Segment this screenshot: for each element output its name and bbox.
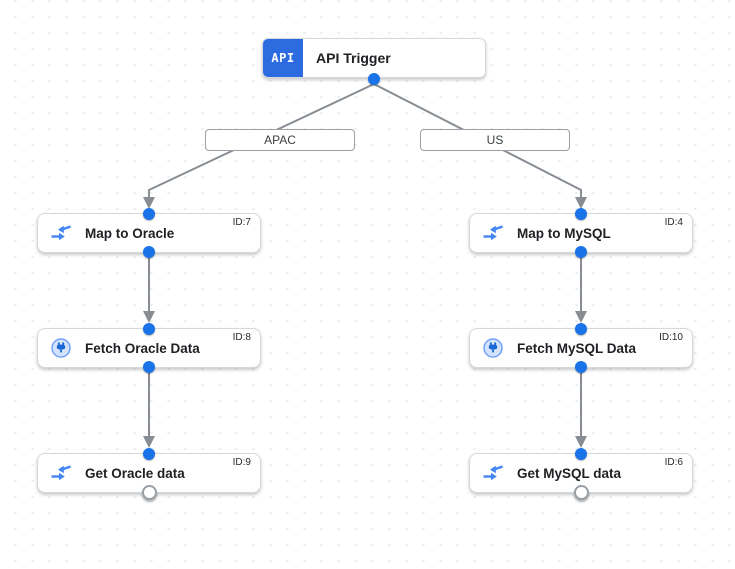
node-get-oracle-data[interactable]: ID:9 Get Oracle data xyxy=(37,448,261,500)
arrowhead-fetch-oracle xyxy=(143,311,155,323)
edge-trigger-apac xyxy=(148,83,375,198)
data-mapping-icon xyxy=(482,222,504,244)
node-id-label: ID:8 xyxy=(232,332,251,343)
output-port-dot[interactable] xyxy=(575,361,587,373)
input-port-dot[interactable] xyxy=(575,448,587,460)
data-mapping-icon xyxy=(50,222,72,244)
node-fetch-oracle-data[interactable]: ID:8 Fetch Oracle Data xyxy=(37,323,261,373)
node-title: Map to MySQL xyxy=(517,225,611,241)
output-port-open-dot[interactable] xyxy=(142,485,157,500)
branch-label-us[interactable]: US xyxy=(420,129,570,151)
node-map-to-mysql[interactable]: ID:4 Map to MySQL xyxy=(469,208,693,258)
node-api-trigger[interactable]: API API Trigger xyxy=(262,38,486,85)
data-mapping-icon xyxy=(50,462,72,484)
node-id-label: ID:7 xyxy=(232,217,251,228)
input-port-dot[interactable] xyxy=(575,208,587,220)
edge-trigger-us xyxy=(373,83,582,198)
node-title: Fetch Oracle Data xyxy=(85,340,200,356)
trigger-title: API Trigger xyxy=(316,50,391,66)
node-fetch-mysql-data[interactable]: ID:10 Fetch MySQL Data xyxy=(469,323,693,373)
arrowhead-apac xyxy=(143,197,155,209)
branch-label-apac[interactable]: APAC xyxy=(205,129,355,151)
node-title: Map to Oracle xyxy=(85,225,175,241)
arrowhead-get-mysql xyxy=(575,436,587,448)
node-title: Get Oracle data xyxy=(85,465,185,481)
node-map-to-oracle[interactable]: ID:7 Map to Oracle xyxy=(37,208,261,258)
input-port-dot[interactable] xyxy=(143,208,155,220)
node-id-label: ID:10 xyxy=(659,332,683,343)
arrowhead-get-oracle xyxy=(143,436,155,448)
data-mapping-icon xyxy=(482,462,504,484)
output-port-dot[interactable] xyxy=(143,246,155,258)
connector-icon xyxy=(50,337,72,359)
input-port-dot[interactable] xyxy=(143,323,155,335)
node-id-label: ID:6 xyxy=(664,457,683,468)
trigger-output-port-dot[interactable] xyxy=(368,73,380,85)
node-id-label: ID:4 xyxy=(664,217,683,228)
node-title: Fetch MySQL Data xyxy=(517,340,637,356)
arrowhead-us xyxy=(575,197,587,209)
api-trigger-icon: API xyxy=(263,39,303,77)
output-port-open-dot[interactable] xyxy=(574,485,589,500)
input-port-dot[interactable] xyxy=(575,323,587,335)
arrowhead-fetch-mysql xyxy=(575,311,587,323)
connector-icon xyxy=(482,337,504,359)
node-id-label: ID:9 xyxy=(232,457,251,468)
node-get-mysql-data[interactable]: ID:6 Get MySQL data xyxy=(469,448,693,500)
output-port-dot[interactable] xyxy=(575,246,587,258)
node-title: Get MySQL data xyxy=(517,465,622,481)
output-port-dot[interactable] xyxy=(143,361,155,373)
input-port-dot[interactable] xyxy=(143,448,155,460)
